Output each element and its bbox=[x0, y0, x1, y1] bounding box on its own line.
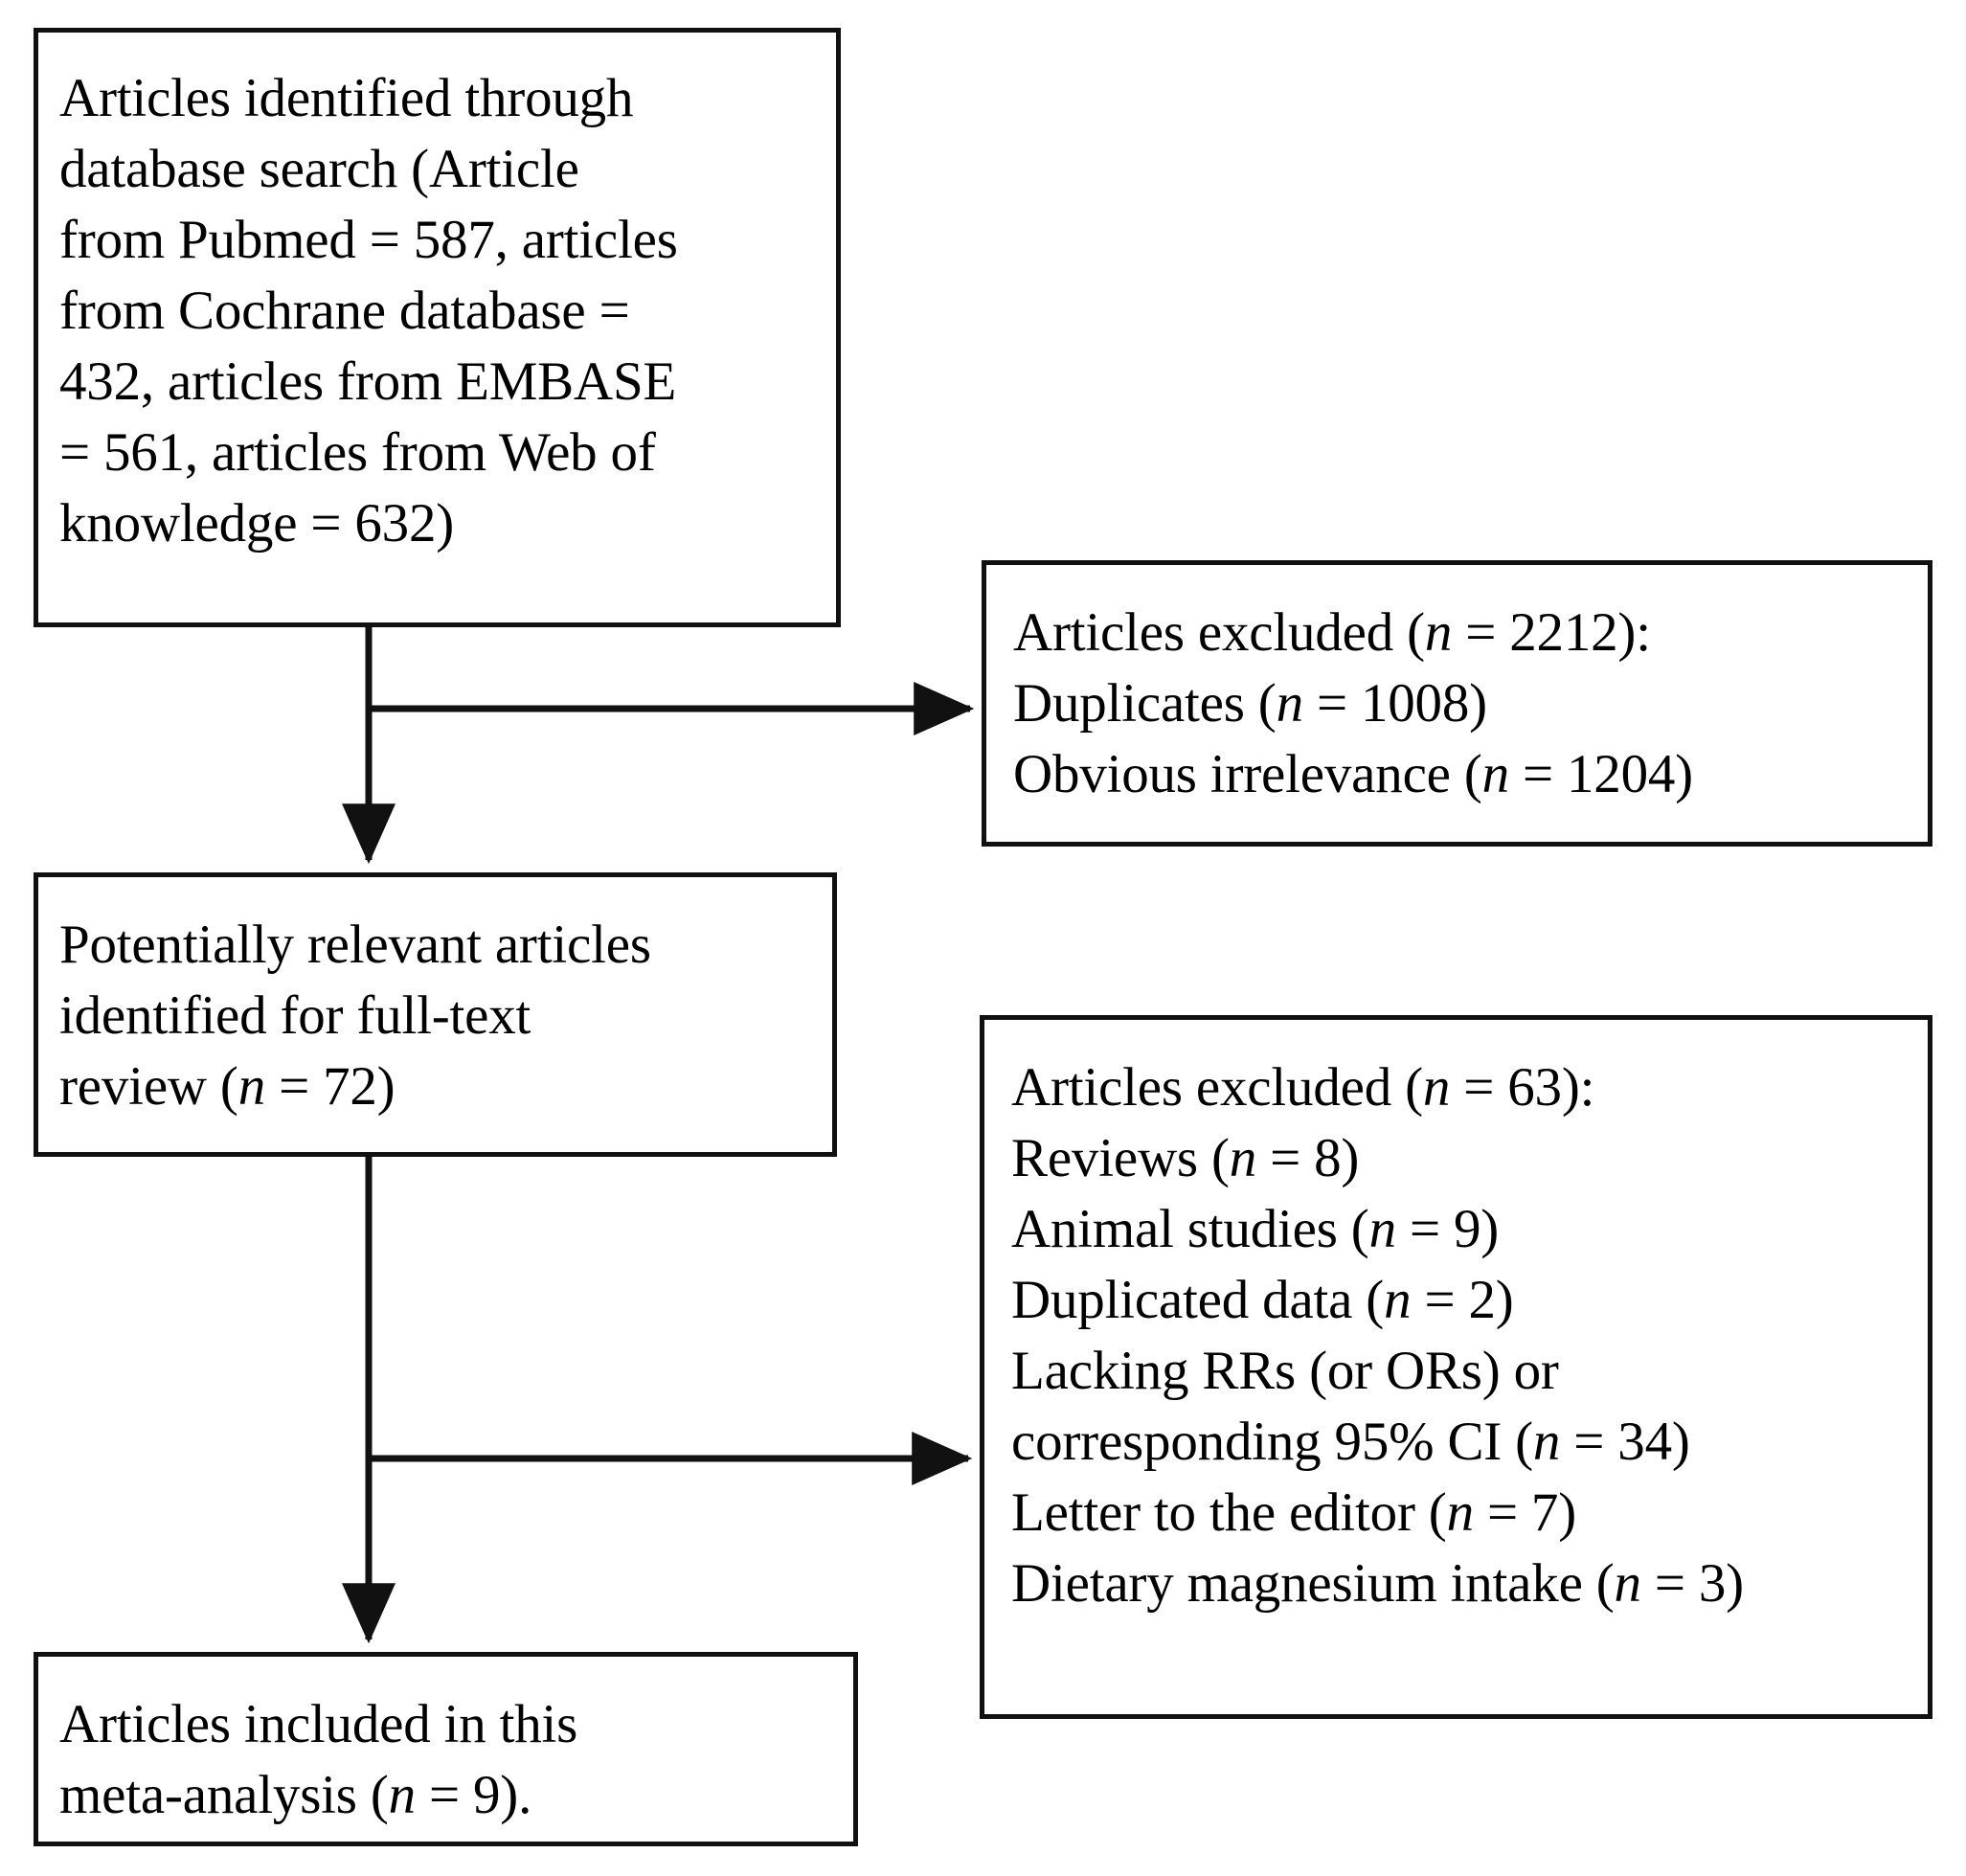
box-potentially-relevant-articles-text: Potentially relevant articles identified… bbox=[59, 915, 651, 1117]
box-articles-identified-text: Articles identified through database sea… bbox=[59, 68, 678, 554]
box-articles-excluded-first-text: Articles excluded (n = 2212): Duplicates… bbox=[1013, 602, 1693, 804]
box-articles-included: Articles included in this meta-analysis … bbox=[34, 1652, 858, 1846]
box-articles-identified: Articles identified through database sea… bbox=[34, 28, 841, 627]
box-articles-excluded-second-text: Articles excluded (n = 63): Reviews (n =… bbox=[1011, 1057, 1744, 1614]
box-articles-excluded-first: Articles excluded (n = 2212): Duplicates… bbox=[982, 560, 1932, 847]
box-articles-included-text: Articles included in this meta-analysis … bbox=[59, 1694, 578, 1825]
box-articles-excluded-second: Articles excluded (n = 63): Reviews (n =… bbox=[980, 1015, 1932, 1719]
box-potentially-relevant-articles: Potentially relevant articles identified… bbox=[34, 872, 837, 1157]
